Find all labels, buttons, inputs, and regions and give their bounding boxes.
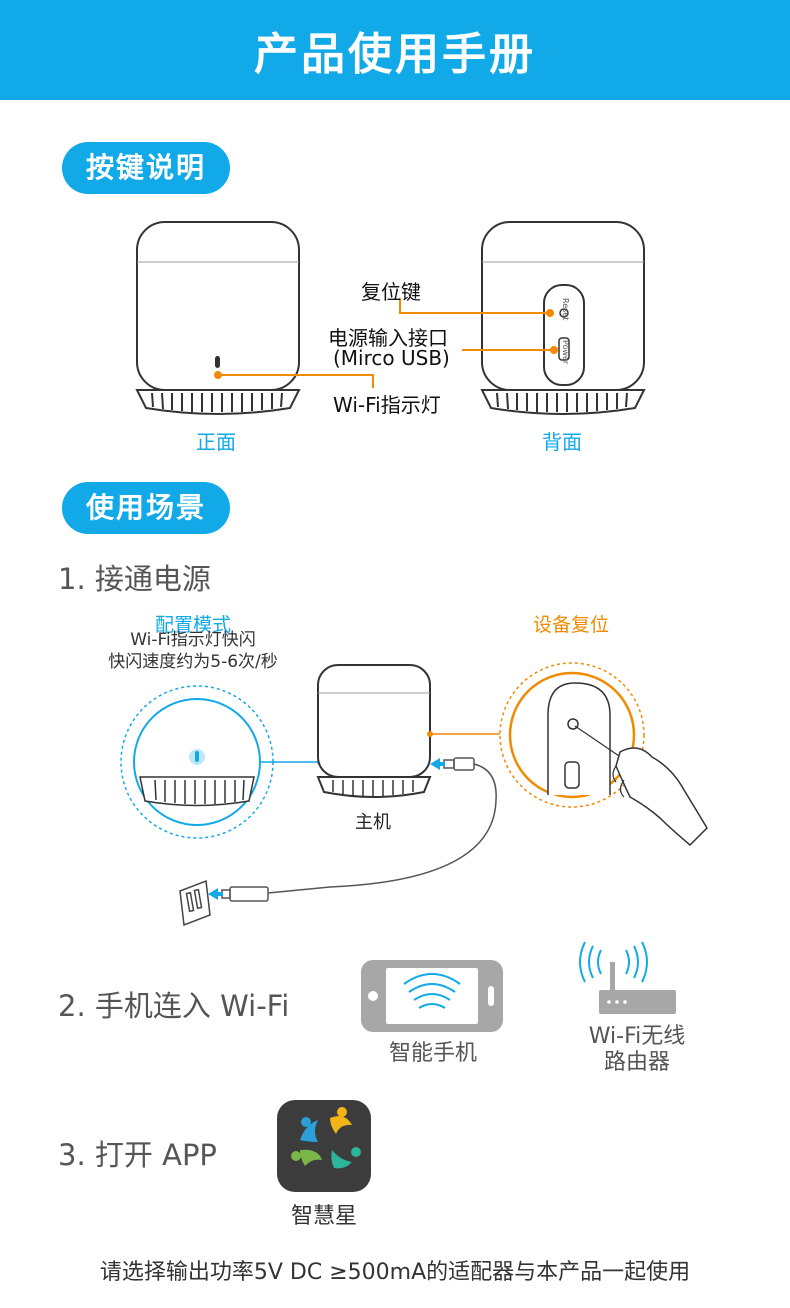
page-header: 产品使用手册 bbox=[0, 0, 790, 100]
config-mode-line1: Wi-Fi指示灯快闪 bbox=[130, 630, 256, 650]
step1-title: 1. 接通电源 bbox=[58, 562, 211, 596]
section-usage-pill: 使用场景 bbox=[62, 482, 231, 534]
step3-title: 3. 打开 APP bbox=[58, 1138, 217, 1172]
phone-label: 智能手机 bbox=[388, 1041, 477, 1066]
power-port-sublabel: (Mirco USB) bbox=[333, 346, 450, 370]
app-label: 智慧星 bbox=[290, 1204, 357, 1229]
app-icon bbox=[277, 1100, 371, 1192]
reset-zoom bbox=[499, 662, 708, 847]
device-reset-title: 设备复位 bbox=[533, 614, 610, 636]
back-device bbox=[480, 221, 646, 415]
phone-icon bbox=[361, 960, 503, 1032]
leader-lines bbox=[218, 298, 554, 388]
buttons-diagram bbox=[135, 221, 646, 415]
router-label-line1: Wi-Fi无线 bbox=[588, 1024, 686, 1049]
power-port-label: 电源输入接口 bbox=[328, 326, 448, 350]
reset-button-label: 复位键 bbox=[361, 280, 421, 304]
front-view-label: 正面 bbox=[196, 430, 236, 454]
host-label: 主机 bbox=[355, 812, 391, 833]
step2-title: 2. 手机连入 Wi-Fi bbox=[58, 989, 290, 1023]
indicator-zoom bbox=[120, 685, 274, 839]
router-icon bbox=[579, 941, 676, 1014]
back-view-label: 背面 bbox=[542, 430, 582, 454]
adapter-note: 请选择输出功率5V DC ≥500mA的适配器与本产品一起使用 bbox=[99, 1260, 691, 1285]
config-mode-line2: 快闪速度约为5-6次/秒 bbox=[108, 652, 278, 672]
front-device bbox=[135, 221, 301, 415]
wall-socket bbox=[179, 879, 211, 927]
config-mode-title: 配置模式 bbox=[155, 614, 232, 636]
router-label-line2: 路由器 bbox=[603, 1050, 670, 1075]
host-device bbox=[316, 664, 432, 798]
wifi-indicator-label: Wi-Fi指示灯 bbox=[333, 393, 441, 417]
section-buttons-pill: 按键说明 bbox=[62, 142, 231, 194]
page-title: 产品使用手册 bbox=[254, 29, 536, 80]
